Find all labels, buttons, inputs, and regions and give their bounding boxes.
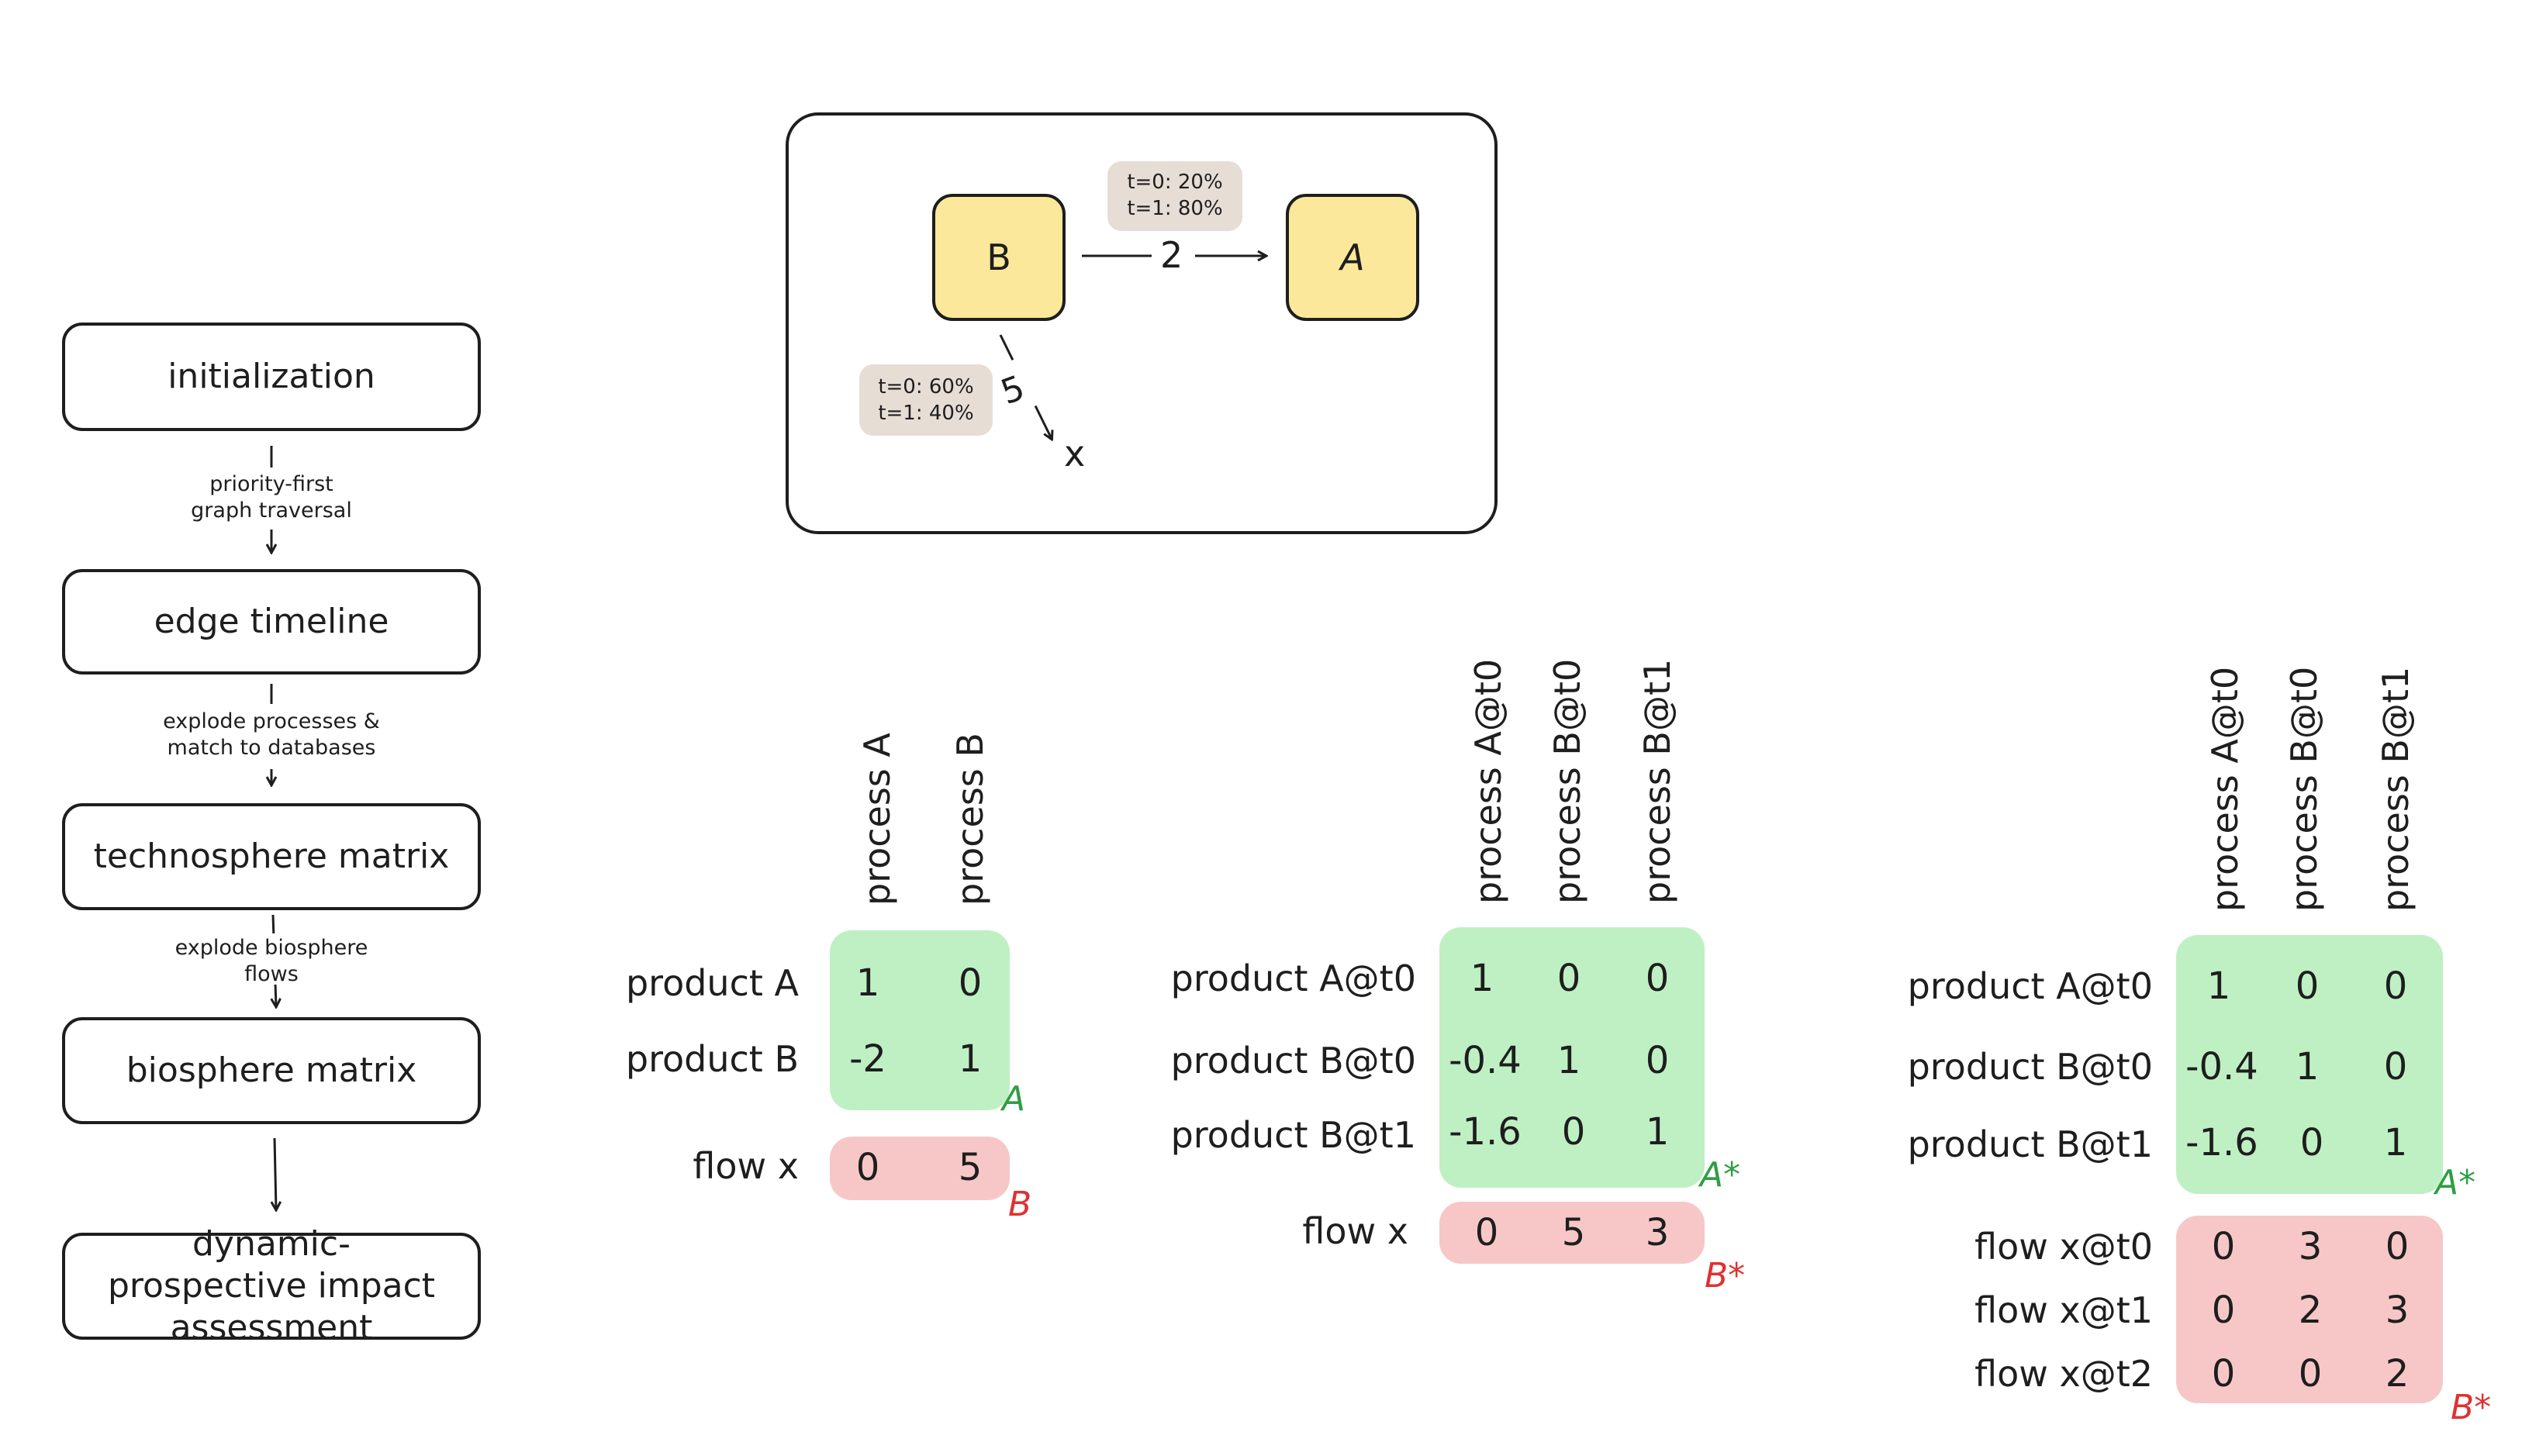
matrix3-row-0: product A@t0 [1907, 965, 2153, 1007]
matrix1-cell: 0 [855, 1146, 880, 1189]
step-edge-timeline: edge timeline [62, 569, 481, 675]
matrix3-cell: 1 [2295, 1045, 2320, 1089]
matrix1-bio-row-0: flow x [693, 1145, 799, 1187]
matrix3-cell: 0 [2385, 1225, 2410, 1268]
matrix2-tech-bg [1439, 927, 1705, 1188]
matrix1-cell: -2 [849, 1037, 886, 1081]
matrix3-tech-bg [2176, 935, 2443, 1194]
edge-label-explode-processes: explode processes & match to databases [163, 709, 380, 760]
matrix3-cell: 0 [2299, 1121, 2324, 1164]
matrix3-cell: 0 [2383, 1045, 2408, 1089]
node-a: A [1286, 194, 1419, 321]
matrix3-cell: 0 [2211, 1289, 2236, 1332]
matrix2-cell: 0 [1561, 1110, 1586, 1154]
matrix2-cell: 5 [1561, 1211, 1586, 1254]
matrix3-cell: 1 [2383, 1121, 2408, 1164]
matrix3-col-1: process B@t0 [2283, 666, 2325, 912]
matrix3-cell: -1.6 [2185, 1121, 2258, 1164]
edge-bx-tag: t=0: 60% t=1: 40% [859, 364, 993, 436]
matrix2-tech-name: A* [1700, 1155, 1741, 1195]
matrix2-cell: 1 [1645, 1110, 1670, 1154]
matrix2-cell: 1 [1470, 957, 1494, 1000]
matrix2-bio-name: B* [1705, 1256, 1746, 1296]
matrix3-cell: 0 [2211, 1352, 2236, 1396]
edge-b-to-x [999, 334, 1052, 439]
edge-label-explode-biosphere: explode biosphere flows [174, 936, 368, 986]
matrix1-tech-name: A [1002, 1079, 1026, 1119]
step-label: technosphere matrix [93, 837, 450, 876]
matrix3-bio-row-2: flow x@t2 [1974, 1353, 2153, 1395]
matrix3-cell: 0 [2211, 1225, 2236, 1268]
matrix2-cell: 1 [1556, 1039, 1581, 1082]
matrix3-cell: 2 [2298, 1289, 2323, 1332]
matrix3-bio-bg [2176, 1216, 2443, 1403]
edge-ba-amount: 2 [1156, 234, 1188, 276]
matrix1-row-1: product B [625, 1038, 799, 1080]
matrix3-cell: 1 [2206, 964, 2231, 1008]
matrix2-bio-bg [1439, 1202, 1705, 1264]
matrix3-bio-row-0: flow x@t0 [1974, 1226, 2153, 1268]
pipeline-arrow-3 [273, 914, 276, 1006]
matrix2-bio-row-0: flow x [1302, 1210, 1408, 1252]
matrix3-bio-name: B* [2451, 1388, 2492, 1427]
matrix2-cell: 0 [1474, 1211, 1499, 1254]
matrix1-tech-bg [830, 930, 1010, 1110]
step-label: initialization [168, 357, 375, 396]
matrix2-cell: -0.4 [1449, 1039, 1522, 1082]
matrix3-tech-name: A* [2435, 1163, 2476, 1202]
matrix1-cell: 1 [958, 1037, 983, 1081]
node-b: B [932, 194, 1066, 321]
graph-frame [786, 112, 1498, 534]
matrix2-col-1: process B@t0 [1546, 658, 1588, 904]
matrix1-col-0: process A [856, 733, 898, 906]
matrix2-row-1: product B@t0 [1170, 1040, 1416, 1082]
step-technosphere-matrix: technosphere matrix [62, 803, 481, 910]
matrix3-cell: 0 [2298, 1352, 2323, 1396]
matrix3-cell: -0.4 [2185, 1045, 2258, 1089]
matrix3-col-2: process B@t1 [2375, 666, 2417, 912]
matrix3-cell: 2 [2385, 1352, 2410, 1396]
matrix1-cell: 0 [958, 961, 983, 1005]
matrix3-bio-row-1: flow x@t1 [1974, 1289, 2153, 1331]
edge-label-traversal: priority-first graph traversal [191, 472, 352, 523]
matrix1-bio-name: B [1008, 1185, 1032, 1224]
matrix2-row-2: product B@t1 [1170, 1114, 1416, 1156]
step-label: dynamic-prospective impact assessment [107, 1224, 436, 1347]
matrix2-cell: 3 [1645, 1211, 1670, 1254]
matrix1-row-0: product A [625, 962, 799, 1004]
matrix1-cell: 1 [855, 961, 880, 1005]
step-initialization: initialization [62, 323, 481, 431]
step-label: edge timeline [154, 602, 389, 641]
matrix1-cell: 5 [958, 1146, 983, 1189]
matrix2-cell: -1.6 [1449, 1110, 1522, 1154]
matrix3-cell: 0 [2383, 964, 2408, 1008]
matrix1-col-1: process B [949, 733, 991, 906]
matrix3-col-0: process A@t0 [2204, 666, 2246, 912]
step-label: biosphere matrix [126, 1051, 417, 1090]
matrix2-cell: 0 [1645, 957, 1670, 1000]
flow-node-x: x [1064, 433, 1086, 474]
edge-ba-tag: t=0: 20% t=1: 80% [1107, 161, 1242, 231]
matrix3-cell: 0 [2295, 964, 2320, 1008]
matrix3-row-1: product B@t0 [1907, 1046, 2153, 1088]
matrix2-row-0: product A@t0 [1170, 957, 1416, 999]
matrix2-cell: 0 [1645, 1039, 1670, 1082]
matrix2-col-0: process A@t0 [1467, 658, 1509, 904]
pipeline-arrow-4 [275, 1137, 276, 1209]
matrix3-row-2: product B@t1 [1907, 1123, 2153, 1165]
matrix2-col-2: process B@t1 [1636, 658, 1678, 904]
matrix1-bio-bg [830, 1137, 1010, 1200]
step-impact-assessment: dynamic-prospective impact assessment [62, 1224, 481, 1347]
matrix2-cell: 0 [1556, 957, 1581, 1000]
matrix3-cell: 3 [2385, 1289, 2410, 1332]
step-biosphere-matrix: biosphere matrix [62, 1017, 481, 1124]
matrix3-cell: 3 [2298, 1225, 2323, 1268]
